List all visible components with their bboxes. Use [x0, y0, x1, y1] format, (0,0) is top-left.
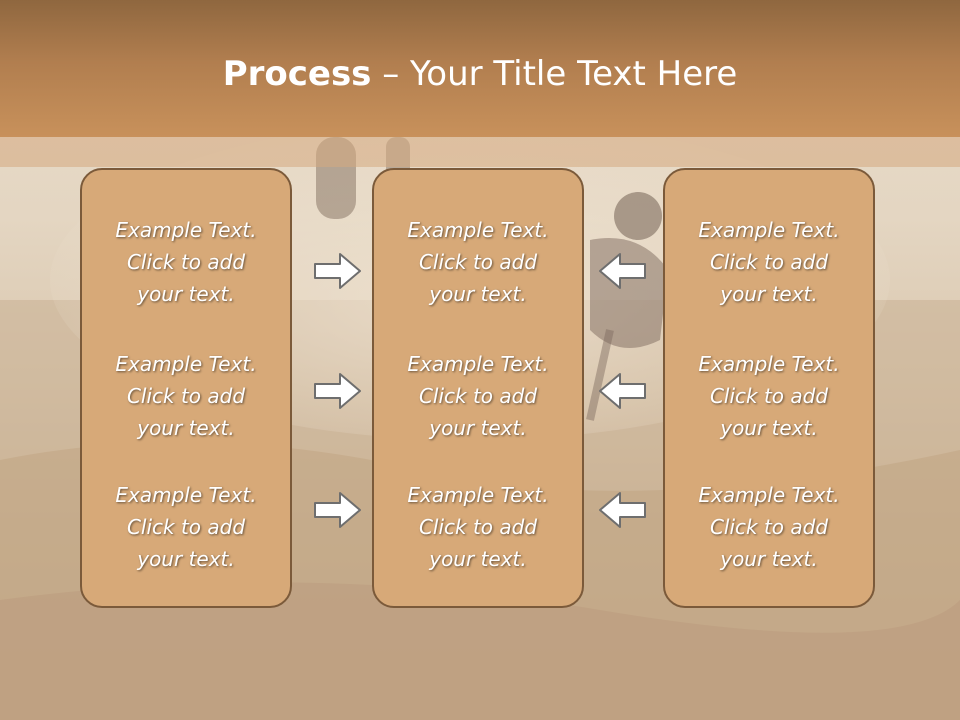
process-box-center[interactable]: Example Text. Click to add your text. Ex…: [372, 168, 584, 608]
text-line: Click to add: [126, 515, 246, 539]
text-line: Example Text.: [115, 218, 257, 242]
text-line: Click to add: [126, 384, 246, 408]
title-rest: – Your Title Text Here: [371, 54, 738, 94]
arrow-left-icon: [599, 253, 646, 289]
text-line: Example Text.: [407, 218, 549, 242]
text-placeholder[interactable]: Example Text. Click to add your text.: [82, 479, 290, 575]
text-line: Click to add: [709, 515, 829, 539]
title-strip: [0, 137, 960, 167]
text-line: Example Text.: [407, 483, 549, 507]
text-line: your text.: [720, 282, 818, 306]
process-box-left[interactable]: Example Text. Click to add your text. Ex…: [80, 168, 292, 608]
text-placeholder[interactable]: Example Text. Click to add your text.: [82, 214, 290, 310]
text-placeholder[interactable]: Example Text. Click to add your text.: [665, 348, 873, 444]
title-bar: [0, 0, 960, 137]
text-line: your text.: [429, 416, 527, 440]
arrow-right-icon: [314, 253, 361, 289]
slide-title[interactable]: Process – Your Title Text Here: [0, 52, 960, 96]
text-line: Click to add: [418, 250, 538, 274]
arrow-left-icon: [599, 373, 646, 409]
arrow-right-icon: [314, 373, 361, 409]
text-line: Click to add: [709, 384, 829, 408]
text-line: your text.: [720, 547, 818, 571]
text-line: your text.: [429, 282, 527, 306]
arrow-left-icon: [599, 492, 646, 528]
text-placeholder[interactable]: Example Text. Click to add your text.: [374, 348, 582, 444]
text-placeholder[interactable]: Example Text. Click to add your text.: [665, 479, 873, 575]
text-line: Example Text.: [407, 352, 549, 376]
text-line: Example Text.: [115, 483, 257, 507]
text-line: Example Text.: [698, 218, 840, 242]
text-line: Example Text.: [698, 352, 840, 376]
text-line: Click to add: [418, 384, 538, 408]
text-line: Example Text.: [698, 483, 840, 507]
text-line: Click to add: [126, 250, 246, 274]
title-bold: Process: [222, 54, 372, 94]
text-line: your text.: [137, 547, 235, 571]
process-box-right[interactable]: Example Text. Click to add your text. Ex…: [663, 168, 875, 608]
text-line: your text.: [137, 416, 235, 440]
text-placeholder[interactable]: Example Text. Click to add your text.: [374, 214, 582, 310]
text-line: your text.: [137, 282, 235, 306]
text-line: your text.: [429, 547, 527, 571]
text-line: Click to add: [709, 250, 829, 274]
text-line: Click to add: [418, 515, 538, 539]
text-placeholder[interactable]: Example Text. Click to add your text.: [374, 479, 582, 575]
text-line: Example Text.: [115, 352, 257, 376]
arrow-right-icon: [314, 492, 361, 528]
text-line: your text.: [720, 416, 818, 440]
text-placeholder[interactable]: Example Text. Click to add your text.: [665, 214, 873, 310]
text-placeholder[interactable]: Example Text. Click to add your text.: [82, 348, 290, 444]
